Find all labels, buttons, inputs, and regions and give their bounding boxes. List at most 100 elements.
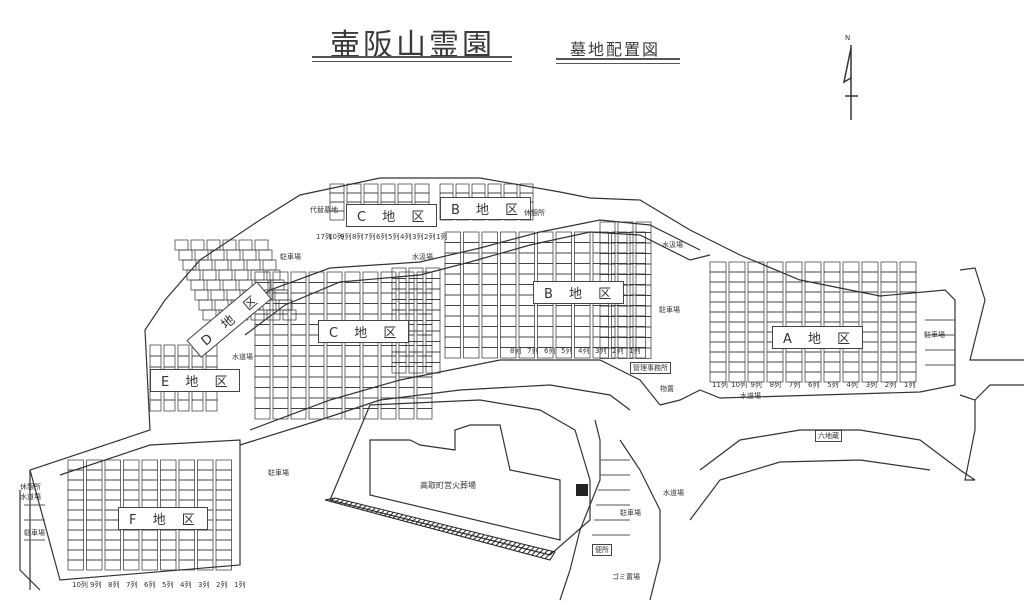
area-e-label: E 地 区: [150, 369, 241, 392]
grave-plot: [463, 347, 480, 359]
grave-plot: [463, 315, 480, 327]
parking-upper-label: 駐車場: [268, 469, 289, 477]
grave-plot: [635, 263, 652, 275]
grave-plot: [880, 271, 898, 283]
water-station-a-label: 水道場: [740, 392, 761, 400]
grave-plot: [178, 559, 195, 571]
grave-plot: [880, 311, 898, 323]
grave-plot: [416, 292, 433, 304]
grave-plot: [141, 549, 158, 561]
grave-plot: [899, 311, 917, 323]
grave-plot: [804, 351, 822, 363]
grave-plot: [728, 301, 746, 313]
grave-plot: [709, 291, 727, 303]
grave-plot: [326, 271, 343, 283]
grave-plot: [141, 479, 158, 491]
grave-plot: [629, 263, 646, 275]
grave-plot: [785, 261, 803, 273]
grave-plot: [500, 305, 517, 317]
grave-plot: [555, 326, 572, 338]
grave-plot: [104, 489, 121, 501]
grave-plot: [629, 242, 646, 254]
grave-plot: [274, 289, 289, 301]
grave-plot: [481, 315, 498, 327]
grave-plot: [86, 479, 103, 491]
grave-plot: [141, 529, 158, 541]
grave-plot: [899, 371, 917, 383]
grave-plot: [481, 336, 498, 348]
row-label: 17列: [316, 233, 332, 241]
grave-plot: [67, 539, 84, 551]
grave-plot: [194, 289, 209, 301]
grave-plot: [747, 281, 765, 293]
grave-plot: [149, 344, 162, 357]
grave-plot: [160, 529, 177, 541]
grave-plot: [178, 539, 195, 551]
grave-plot: [178, 489, 195, 501]
grave-plot: [123, 559, 140, 571]
proxy-tomb-label: 代替墓地: [310, 206, 338, 214]
grave-plot: [444, 315, 461, 327]
grave-plot: [709, 281, 727, 293]
grave-plot: [766, 351, 784, 363]
grave-plot: [215, 469, 232, 481]
parking-south-label: 駐車場: [620, 509, 641, 517]
grave-plot: [197, 459, 214, 471]
grave-plot: [592, 326, 609, 338]
grave-plot: [272, 313, 289, 325]
grave-plot: [344, 355, 361, 367]
parking-a-label: 駐車場: [924, 331, 945, 339]
grave-plot: [439, 183, 454, 194]
grave-plot: [380, 303, 397, 315]
grave-plot: [163, 399, 176, 412]
grave-plot: [215, 489, 232, 501]
grave-plot: [518, 252, 535, 264]
grave-plot: [344, 408, 361, 420]
grave-plot: [141, 489, 158, 501]
grave-plot: [149, 355, 162, 368]
grave-plot: [290, 366, 307, 378]
grave-plot: [861, 331, 879, 343]
grave-plot: [408, 341, 424, 353]
grave-plot: [728, 371, 746, 383]
grave-plot: [500, 252, 517, 264]
trash-area-label: ゴミ置場: [612, 573, 640, 581]
area-b-upper-label: B 地 区: [440, 197, 532, 220]
grave-plot: [503, 183, 518, 194]
grave-plot: [149, 399, 162, 412]
grave-plot: [215, 559, 232, 571]
storage-label: 物置: [660, 385, 674, 393]
grave-plot: [444, 273, 461, 285]
grave-plot: [574, 305, 591, 317]
grave-plot: [326, 387, 343, 399]
grave-plot: [599, 253, 616, 265]
grave-plot: [481, 294, 498, 306]
grave-plot: [198, 259, 213, 271]
grave-plot: [380, 355, 397, 367]
grave-plot: [160, 479, 177, 491]
grave-plot: [416, 387, 433, 399]
grave-plot: [861, 321, 879, 333]
grave-plot: [238, 239, 253, 251]
grave-plot: [463, 305, 480, 317]
grave-plot: [254, 408, 271, 420]
grave-plot: [785, 281, 803, 293]
grave-plot: [747, 371, 765, 383]
grave-plot: [709, 331, 727, 343]
grave-plot: [198, 299, 213, 311]
grave-plot: [842, 291, 860, 303]
grave-plot: [272, 376, 289, 388]
grave-plot: [190, 239, 205, 251]
grave-plot: [842, 301, 860, 313]
grave-plot: [290, 397, 307, 409]
grave-plot: [177, 399, 190, 412]
grave-plot: [709, 261, 727, 273]
grave-plot: [398, 345, 415, 357]
grave-plot: [747, 301, 765, 313]
grave-plot: [537, 305, 554, 317]
grave-plot: [635, 305, 652, 317]
grave-plot: [290, 408, 307, 420]
management-office-label: 管理事務所: [630, 362, 671, 374]
grave-plot: [899, 341, 917, 353]
grave-plot: [728, 281, 746, 293]
